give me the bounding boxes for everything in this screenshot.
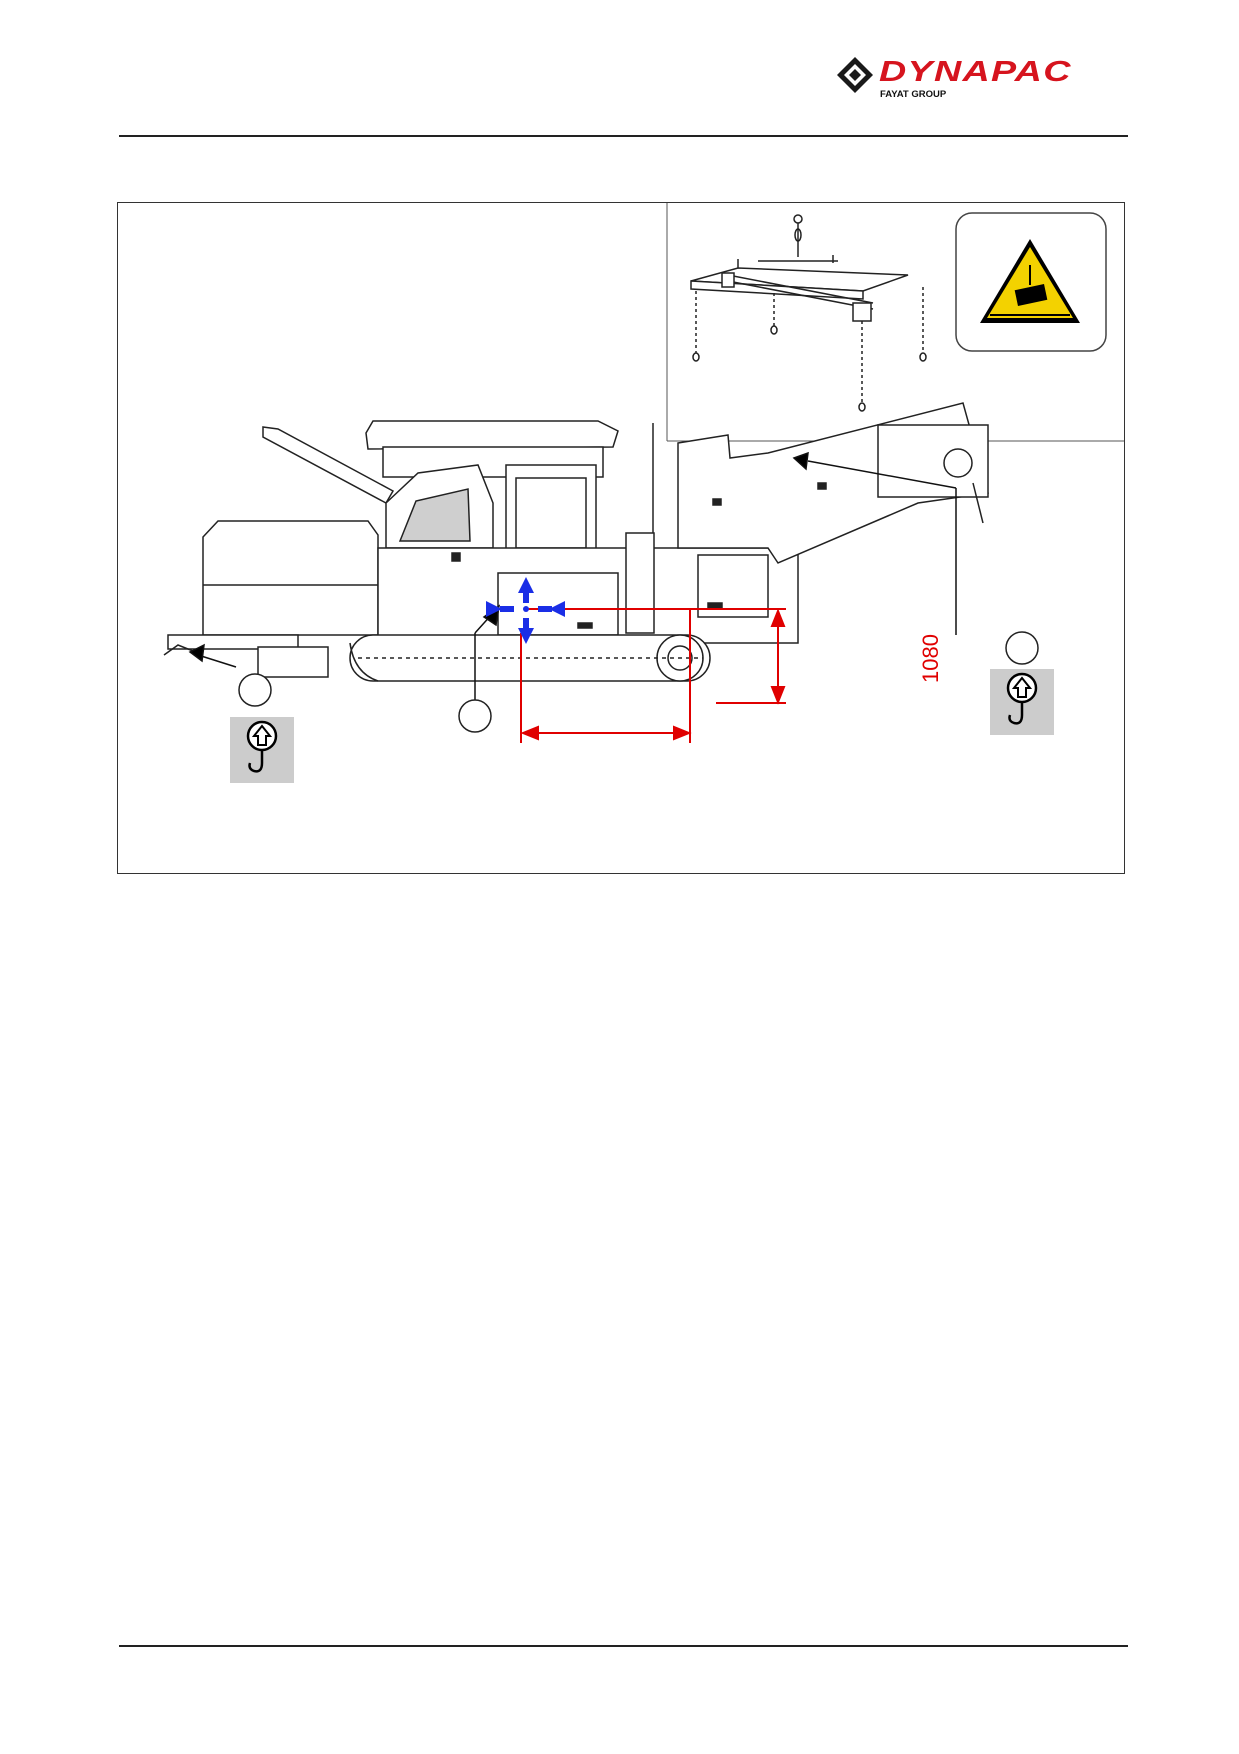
lifting-figure: 1080: [117, 202, 1125, 874]
dynapac-diamond-icon: [837, 57, 873, 93]
height-dimension-label: 1080: [918, 634, 943, 683]
rear-lifting-point-callout: [238, 673, 272, 707]
lifting-beam-drawing: [690, 214, 927, 412]
lifting-hook-icon-front: [990, 669, 1054, 735]
middle-lifting-point-callout: [458, 699, 492, 733]
dimension-lines: [520, 608, 786, 743]
lifting-hook-icon: [230, 717, 294, 783]
front-lifting-point-callout: [1005, 631, 1039, 665]
suspended-load-warning-icon: [955, 212, 1107, 352]
rear-lifting-point-leader: [197, 654, 237, 668]
brand-group: FAYAT GROUP: [880, 89, 947, 100]
paver-outline: [163, 402, 989, 682]
callout-circles: [238, 631, 1039, 733]
lifting-point-arrows: [188, 451, 957, 701]
dynapac-logo: DYNAPAC FAYAT GROUP: [836, 52, 1136, 104]
footer-rule: [119, 1645, 1128, 1647]
center-of-gravity-icon: [486, 577, 565, 644]
machine-drawing: [163, 203, 1124, 783]
header-rule: [119, 135, 1128, 137]
brand-name: DYNAPAC: [879, 56, 1072, 88]
